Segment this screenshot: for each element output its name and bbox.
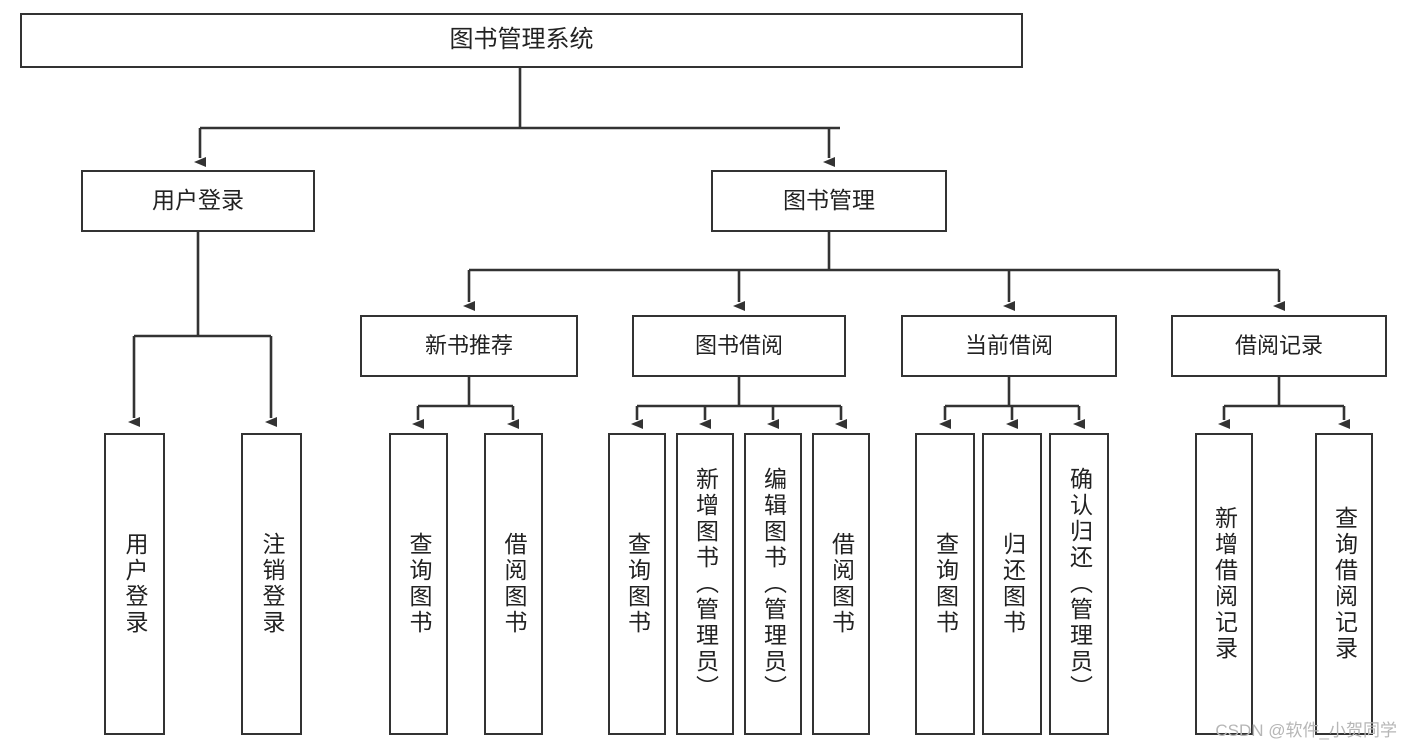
node-label: 查询图书 xyxy=(406,532,432,636)
node-label: 借阅图书 xyxy=(828,532,855,636)
node-book-borrow[interactable]: 图书借阅 xyxy=(632,315,846,377)
node-label: 用户登录 xyxy=(122,532,148,636)
node-new-book-recommend[interactable]: 新书推荐 xyxy=(360,315,578,377)
node-label: 编辑图书（管理员） xyxy=(760,467,787,701)
node-label: 查询借阅记录 xyxy=(1331,506,1358,662)
node-label: 图书借阅 xyxy=(694,333,783,359)
edge-group-user-login xyxy=(128,232,277,427)
node-label: 归还图书 xyxy=(999,532,1026,636)
node-current-borrow[interactable]: 当前借阅 xyxy=(901,315,1117,377)
edge-group-root xyxy=(194,68,840,167)
edge-group-borrow-record xyxy=(1218,377,1350,429)
leaf-borrow-book[interactable]: 借阅图书 xyxy=(812,433,870,735)
leaf-query-borrow-record[interactable]: 查询借阅记录 xyxy=(1315,433,1373,735)
node-label: 用户登录 xyxy=(152,187,244,214)
node-book-management[interactable]: 图书管理 xyxy=(711,170,947,232)
node-root-system[interactable]: 图书管理系统 xyxy=(20,13,1023,68)
node-label: 查询图书 xyxy=(624,532,651,636)
node-label: 图书管理系统 xyxy=(449,26,594,54)
leaf-confirm-return-admin[interactable]: 确认归还（管理员） xyxy=(1049,433,1109,735)
leaf-add-borrow-record[interactable]: 新增借阅记录 xyxy=(1195,433,1253,735)
node-label: 借阅记录 xyxy=(1234,333,1323,359)
node-label: 新增图书（管理员） xyxy=(692,467,719,701)
node-label: 注销登录 xyxy=(259,532,285,636)
node-label: 借阅图书 xyxy=(501,532,527,636)
edge-group-book-borrow xyxy=(631,377,847,429)
node-label: 新增借阅记录 xyxy=(1211,506,1238,662)
leaf-return-book[interactable]: 归还图书 xyxy=(982,433,1042,735)
leaf-user-logout[interactable]: 注销登录 xyxy=(241,433,302,735)
leaf-query-book-recommend[interactable]: 查询图书 xyxy=(389,433,448,735)
leaf-query-book-borrow[interactable]: 查询图书 xyxy=(608,433,666,735)
node-label: 确认归还（管理员） xyxy=(1066,467,1093,701)
node-label: 查询图书 xyxy=(932,532,959,636)
leaf-query-book-current[interactable]: 查询图书 xyxy=(915,433,975,735)
node-label: 图书管理 xyxy=(783,187,875,214)
leaf-user-login[interactable]: 用户登录 xyxy=(104,433,165,735)
edge-group-book-manage xyxy=(463,232,1285,311)
leaf-borrow-book-recommend[interactable]: 借阅图书 xyxy=(484,433,543,735)
edge-group-new-book xyxy=(412,377,519,429)
node-user-login[interactable]: 用户登录 xyxy=(81,170,315,232)
leaf-add-book-admin[interactable]: 新增图书（管理员） xyxy=(676,433,734,735)
node-borrow-record[interactable]: 借阅记录 xyxy=(1171,315,1387,377)
edge-group-current-borrow xyxy=(939,377,1085,429)
node-label: 新书推荐 xyxy=(424,333,513,359)
leaf-edit-book-admin[interactable]: 编辑图书（管理员） xyxy=(744,433,802,735)
node-label: 当前借阅 xyxy=(964,333,1053,359)
